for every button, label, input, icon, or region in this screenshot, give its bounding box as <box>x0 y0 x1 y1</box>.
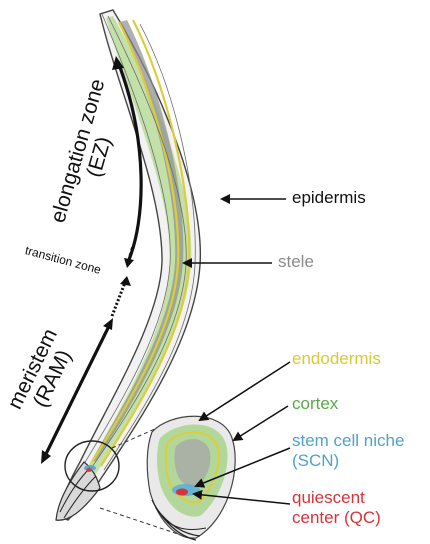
label-quiescent-center: quiescent center (QC) <box>292 488 381 527</box>
elongation-zone-arrowhead-bottom <box>124 258 134 268</box>
arrow-cortex <box>234 406 288 440</box>
label-quiescent-center-line1: quiescent <box>292 488 381 508</box>
label-endodermis: endodermis <box>292 349 381 369</box>
label-epidermis: epidermis <box>292 188 366 208</box>
label-stele: stele <box>278 252 314 272</box>
label-stem-cell-niche-line2: (SCN) <box>292 451 404 471</box>
arrow-endodermis <box>200 362 290 420</box>
enlarged-root-tip <box>147 416 235 540</box>
label-stem-cell-niche-line1: stem cell niche <box>292 431 404 451</box>
zoom-qc <box>176 489 188 496</box>
label-cortex: cortex <box>292 394 338 414</box>
label-quiescent-center-line2: center (QC) <box>292 508 381 528</box>
root-qc-spot <box>86 468 92 472</box>
transition-zone-arrowhead <box>120 276 131 286</box>
label-stem-cell-niche: stem cell niche (SCN) <box>292 431 404 470</box>
meristem-arrowhead-top <box>103 318 113 330</box>
transition-zone-marker <box>112 280 126 316</box>
